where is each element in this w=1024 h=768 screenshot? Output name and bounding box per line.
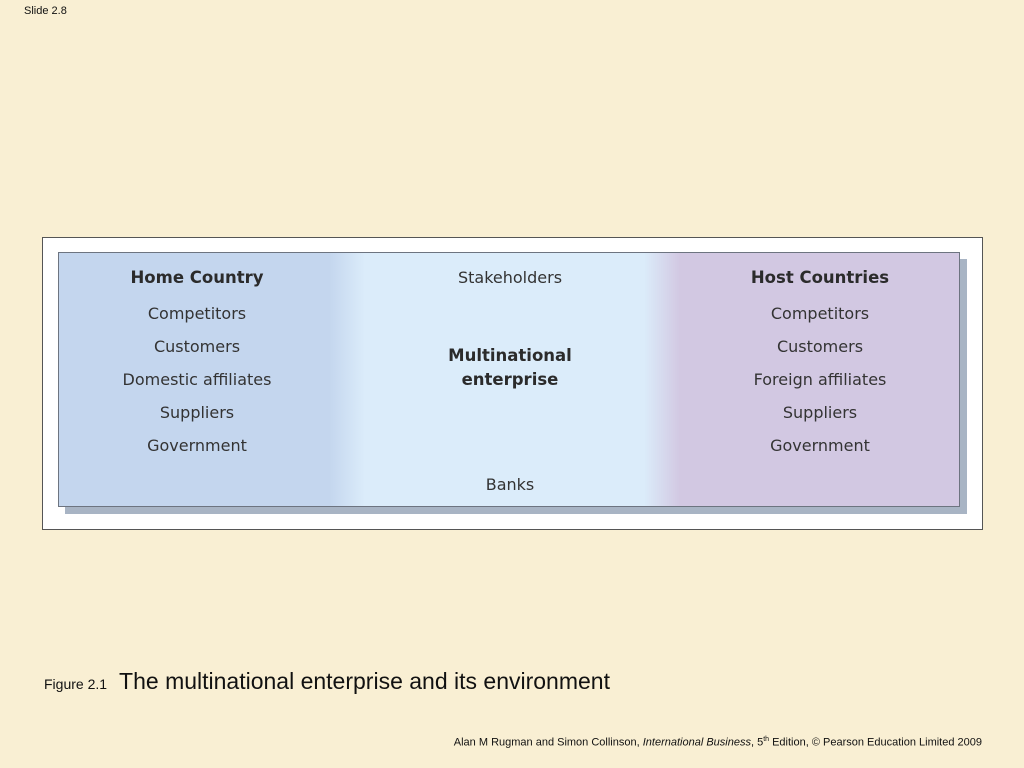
host-item-customers: Customers [776, 336, 864, 356]
host-item-competitors: Competitors [770, 303, 870, 323]
footer-authors: Alan M Rugman and Simon Collinson, [453, 736, 643, 749]
mne-line-2: enterprise [461, 370, 559, 389]
banks-label: Banks [485, 475, 535, 494]
host-item-foreign-affiliates: Foreign affiliates [753, 369, 887, 389]
center-column: Stakeholders Multinational enterprise Ba… [359, 253, 661, 506]
footer-book-title: International Business [642, 736, 751, 749]
figure-caption: Figure 2.1 The multinational enterprise … [44, 668, 610, 695]
citation-footer: Alan M Rugman and Simon Collinson, Inter… [454, 736, 982, 749]
home-country-title: Home Country [130, 268, 264, 287]
host-countries-list: Competitors Customers Foreign affiliates… [754, 297, 887, 462]
home-country-column: Home Country Competitors Customers Domes… [59, 253, 335, 506]
stakeholders-label: Stakeholders [457, 268, 563, 287]
host-countries-title: Host Countries [750, 268, 890, 287]
host-item-suppliers: Suppliers [782, 402, 858, 422]
footer-edition-number: , 5 [750, 736, 764, 749]
multinational-enterprise-label: Multinational enterprise [448, 344, 572, 392]
stakeholder-diagram: Home Country Competitors Customers Domes… [58, 252, 960, 507]
figure-frame: Home Country Competitors Customers Domes… [42, 237, 983, 530]
home-item-competitors: Competitors [147, 303, 247, 323]
mne-line-1: Multinational [448, 346, 572, 365]
home-country-list: Competitors Customers Domestic affiliate… [123, 297, 272, 462]
home-item-domestic-affiliates: Domestic affiliates [122, 369, 272, 389]
figure-title: The multinational enterprise and its env… [119, 668, 610, 694]
slide-number: Slide 2.8 [24, 5, 67, 17]
footer-edition-suffix: th [763, 736, 770, 743]
home-item-customers: Customers [153, 336, 241, 356]
host-countries-column: Host Countries Competitors Customers For… [681, 253, 959, 506]
home-item-suppliers: Suppliers [159, 402, 235, 422]
footer-publisher: Edition, © Pearson Education Limited 200… [769, 736, 982, 749]
host-item-government: Government [770, 435, 870, 455]
figure-number: Figure 2.1 [44, 676, 108, 692]
home-item-government: Government [147, 435, 247, 455]
